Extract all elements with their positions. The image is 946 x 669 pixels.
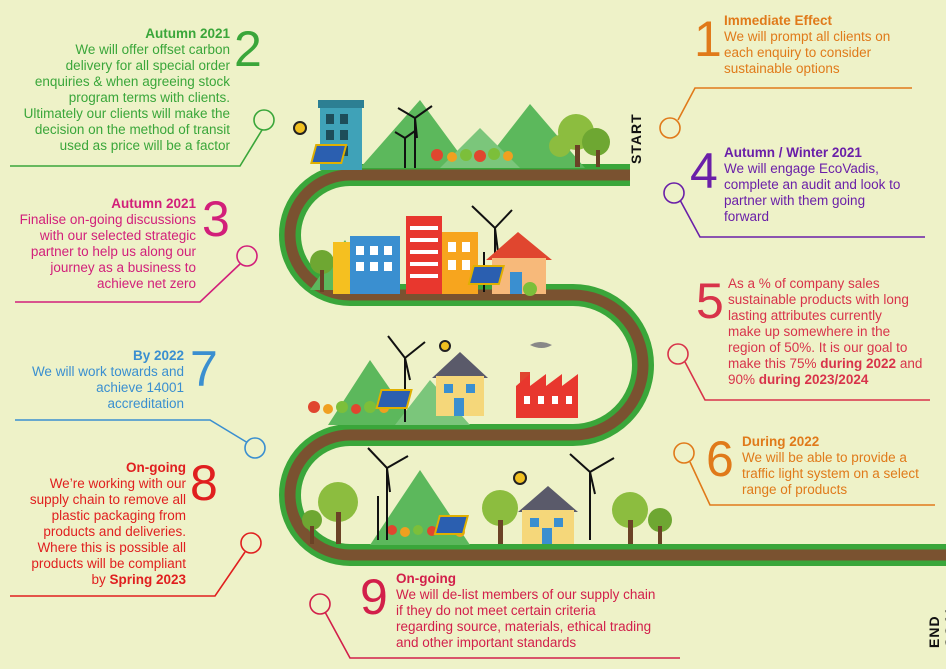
milestone-number: 7 <box>190 341 218 397</box>
milestone-text: make this 75% <box>728 356 821 371</box>
milestone-line: and other important standards <box>396 635 577 650</box>
milestone-number: 6 <box>706 431 734 487</box>
milestone-line: delivery for all special order <box>65 58 230 73</box>
milestone-line: journey as a business to <box>50 260 196 275</box>
milestone-line: region of 50%. It is our goal to <box>728 340 908 355</box>
milestone-heading: Autumn / Winter 2021 <box>724 145 862 160</box>
milestone-heading: By 2022 <box>132 348 184 363</box>
leader-lines <box>10 87 935 659</box>
milestone-line: range of products <box>742 482 848 497</box>
milestone-line: supply chain to remove all <box>29 492 186 507</box>
milestone-line: traffic light system on a select <box>742 466 919 481</box>
milestone-number: 3 <box>202 191 230 247</box>
milestone-heading: Autumn 2021 <box>145 26 230 41</box>
milestone-line: We will work towards and <box>31 364 184 379</box>
milestone-number: 9 <box>360 569 388 625</box>
milestone-heading: Autumn 2021 <box>111 196 196 211</box>
milestone-line: We will engage EcoVadis, <box>724 161 879 176</box>
milestone-number: 8 <box>190 455 218 511</box>
milestone-line: 90% during 2023/2024 <box>728 372 922 388</box>
scenery-row-3 <box>308 335 578 425</box>
milestone-line: products and deliveries. <box>43 524 186 539</box>
milestone-line: used as price will be a factor <box>59 138 230 153</box>
milestone-line: We’re working with our <box>49 476 186 491</box>
milestone-line: plastic packaging from <box>51 508 186 523</box>
milestone-emphasis: during 2022 <box>820 356 897 371</box>
milestone-line: complete an audit and look to <box>724 177 901 192</box>
milestone-emphasis: during 2023/2024 <box>758 372 869 387</box>
milestone-text: 90% <box>728 372 759 387</box>
milestone-heading: During 2022 <box>742 434 820 449</box>
milestone-line: by Spring 2023 <box>0 572 186 588</box>
milestone-text: and <box>896 356 923 371</box>
milestone-line: We will offer offset carbon <box>75 42 230 57</box>
milestone-line: achieve net zero <box>96 276 196 291</box>
milestone-line: Finalise on-going discussions <box>19 212 196 227</box>
milestone-line: Ultimately our clients will make the <box>23 106 230 121</box>
milestone-number: 2 <box>234 21 262 77</box>
milestone-line: sustainable products with long <box>728 292 909 307</box>
milestone-number: 5 <box>696 273 724 329</box>
milestone-line: with our selected strategic <box>39 228 196 243</box>
milestone-line: achieve 14001 <box>96 380 184 395</box>
milestone-line: sustainable options <box>724 61 840 76</box>
milestone-line: regarding source, materials, ethical tra… <box>396 619 652 634</box>
milestone-line: forward <box>724 209 770 224</box>
milestone-line: make up somewhere in the <box>728 324 891 339</box>
milestone-line: lasting attributes currently <box>728 308 882 323</box>
milestone-line: products will be compliant <box>31 556 186 571</box>
scenery-row-4 <box>302 447 672 545</box>
milestone-emphasis: Spring 2023 <box>109 572 186 587</box>
milestone-heading: On-going <box>396 571 456 586</box>
milestone-text: by <box>91 572 110 587</box>
milestone-line: We will prompt all clients on <box>724 29 891 44</box>
end-goal-label: END GOAL <box>926 603 946 648</box>
milestone-heading: On-going <box>126 460 186 475</box>
milestone-line: make this 75% during 2022 and <box>728 356 922 372</box>
milestone-line: We will be able to provide a <box>742 450 907 465</box>
milestone-line: if they do not meet certain criteria <box>396 603 596 618</box>
milestone-line: accreditation <box>107 396 184 411</box>
milestone-line: Where this is possible all <box>37 540 186 555</box>
milestone-line: each enquiry to consider <box>724 45 872 60</box>
milestone-line: We will de-list members of our supply ch… <box>396 587 656 602</box>
winding-road <box>279 164 946 566</box>
milestone-line: As a % of company sales <box>728 276 880 291</box>
start-label: START <box>628 113 644 164</box>
milestone-line: partner to help us along our <box>30 244 196 259</box>
milestone-line: program terms with clients. <box>68 90 230 105</box>
milestone-line: enquiries & when agreeing stock <box>34 74 230 89</box>
milestone-number: 1 <box>694 11 722 67</box>
scenery-row-2 <box>310 205 552 296</box>
milestone-number: 4 <box>690 143 718 199</box>
milestone-line: decision on the method of transit <box>34 122 230 137</box>
scenery-row-1 <box>293 100 610 170</box>
milestone-heading: Immediate Effect <box>724 13 833 28</box>
milestone-line: partner with them going <box>724 193 866 208</box>
